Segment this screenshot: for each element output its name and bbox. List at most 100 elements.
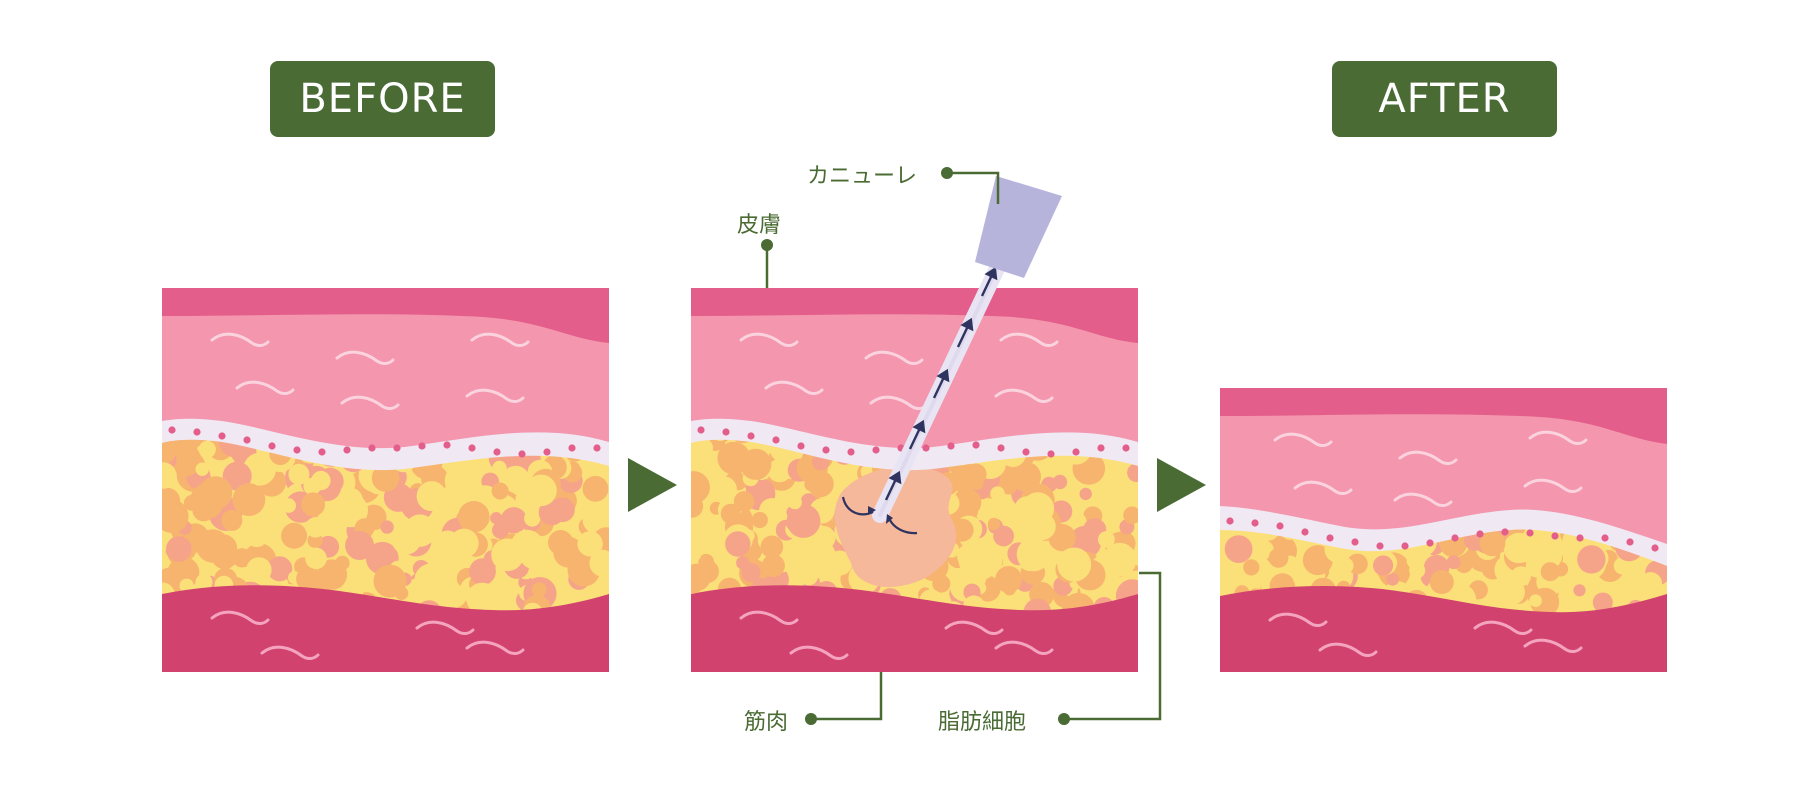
fat-cell	[1255, 540, 1274, 559]
arrow-right-icon	[628, 458, 677, 512]
fat-cell	[1029, 538, 1047, 556]
fat-cell	[990, 486, 1005, 501]
membrane-dot	[543, 448, 551, 456]
membrane-dot	[997, 444, 1005, 452]
fat-cell	[1429, 570, 1454, 595]
membrane-dot	[1401, 542, 1409, 550]
fat-cell	[195, 462, 209, 476]
fat-cell	[694, 438, 713, 458]
fat-cell	[528, 565, 543, 580]
fat-cell	[1577, 545, 1606, 574]
membrane-dot	[872, 446, 880, 454]
fat-cell	[751, 511, 768, 529]
dermis-fibers	[1273, 430, 1588, 507]
epidermis-layer	[691, 288, 1138, 343]
fat-cell	[305, 517, 326, 538]
fat-cell	[198, 440, 216, 459]
fat-cell	[932, 574, 951, 593]
membrane-dot	[1122, 444, 1130, 452]
membrane-dot	[343, 446, 351, 454]
fat-cell	[1104, 476, 1125, 497]
fat-cells-label: 脂肪細胞	[938, 710, 1027, 735]
fat-cell	[761, 554, 785, 578]
fat-cell	[1233, 542, 1246, 555]
membrane-dot	[797, 442, 805, 450]
membrane-dot	[847, 448, 855, 456]
membrane-dot	[772, 436, 780, 444]
swirl-arrows	[841, 496, 918, 535]
fat-cell	[577, 531, 603, 557]
muscle-fiber	[465, 640, 525, 655]
fat-cell	[538, 499, 565, 526]
membrane-dots	[168, 426, 601, 458]
membrane-dot	[1601, 534, 1609, 542]
fat-cell	[466, 582, 499, 615]
fat-cell	[807, 540, 836, 568]
dermis-layer	[691, 288, 1138, 449]
arrow-right-icon	[1157, 458, 1206, 512]
membrane-dot	[922, 444, 930, 452]
fat-cell	[1503, 532, 1534, 564]
dermis-fiber	[235, 380, 295, 395]
membrane-dot	[822, 446, 830, 454]
fat-cell	[195, 573, 213, 591]
fat-cell	[1052, 474, 1068, 490]
fat-cell	[531, 582, 547, 597]
membrane-dot	[318, 448, 326, 456]
fat-cell	[1613, 557, 1631, 575]
dermis-fiber	[1528, 430, 1588, 445]
membrane-dot	[1501, 528, 1509, 536]
fat-cell	[1028, 513, 1056, 540]
epidermis-layer	[1220, 388, 1667, 444]
fat-cell	[490, 512, 503, 525]
fat-cell	[1573, 584, 1586, 597]
fat-cell	[169, 444, 202, 477]
fat-cell	[281, 498, 296, 513]
membrane-dot	[1426, 539, 1434, 547]
fat-cell	[296, 567, 320, 591]
fat-cell	[414, 563, 447, 596]
fat-cell	[1511, 566, 1531, 587]
membrane-dot	[1476, 530, 1484, 538]
membrane-dot	[1526, 529, 1534, 537]
muscle-fiber	[260, 645, 320, 660]
fat-cell	[582, 506, 609, 534]
fat-cell	[760, 535, 784, 559]
fat-cell	[1268, 548, 1289, 568]
membrane-dot	[972, 441, 980, 449]
membrane-dot	[1047, 450, 1055, 458]
muscle-fiber	[1473, 620, 1533, 635]
dermis-fiber	[210, 332, 270, 347]
membrane-dot	[243, 436, 251, 444]
dermis-fiber	[1273, 432, 1333, 447]
muscle-fibers	[1268, 612, 1583, 657]
epidermis-layer	[162, 288, 609, 343]
fat-cell	[553, 536, 585, 568]
fat-cell	[691, 566, 707, 594]
cannula-handle	[975, 176, 1062, 278]
dermis-fiber	[1393, 492, 1453, 507]
membrane-dot	[1576, 534, 1584, 542]
muscle-fiber	[789, 645, 849, 660]
membrane-dot	[568, 444, 576, 452]
fat-cell	[691, 471, 710, 504]
fat-cell	[1079, 487, 1092, 501]
fat-cell	[305, 547, 327, 570]
muscle-fiber	[739, 610, 799, 625]
membrane-dot	[368, 444, 376, 452]
muscle-fiber	[994, 640, 1054, 655]
cannula-label: カニューレ	[807, 164, 918, 189]
fat-cell	[987, 517, 1000, 530]
fat-cell	[166, 536, 192, 562]
dermis-fibers	[210, 332, 530, 410]
membrane-dot	[1351, 538, 1359, 546]
fat-cell	[246, 525, 268, 548]
fat-cell	[1529, 594, 1542, 607]
fat-cell	[736, 556, 750, 570]
membrane-dot	[493, 448, 501, 456]
membrane-dots	[1226, 517, 1659, 552]
fat-cell	[492, 521, 509, 539]
fat-cell	[491, 538, 524, 572]
membrane-dot	[268, 442, 276, 450]
fat-leader	[1064, 571, 1162, 721]
